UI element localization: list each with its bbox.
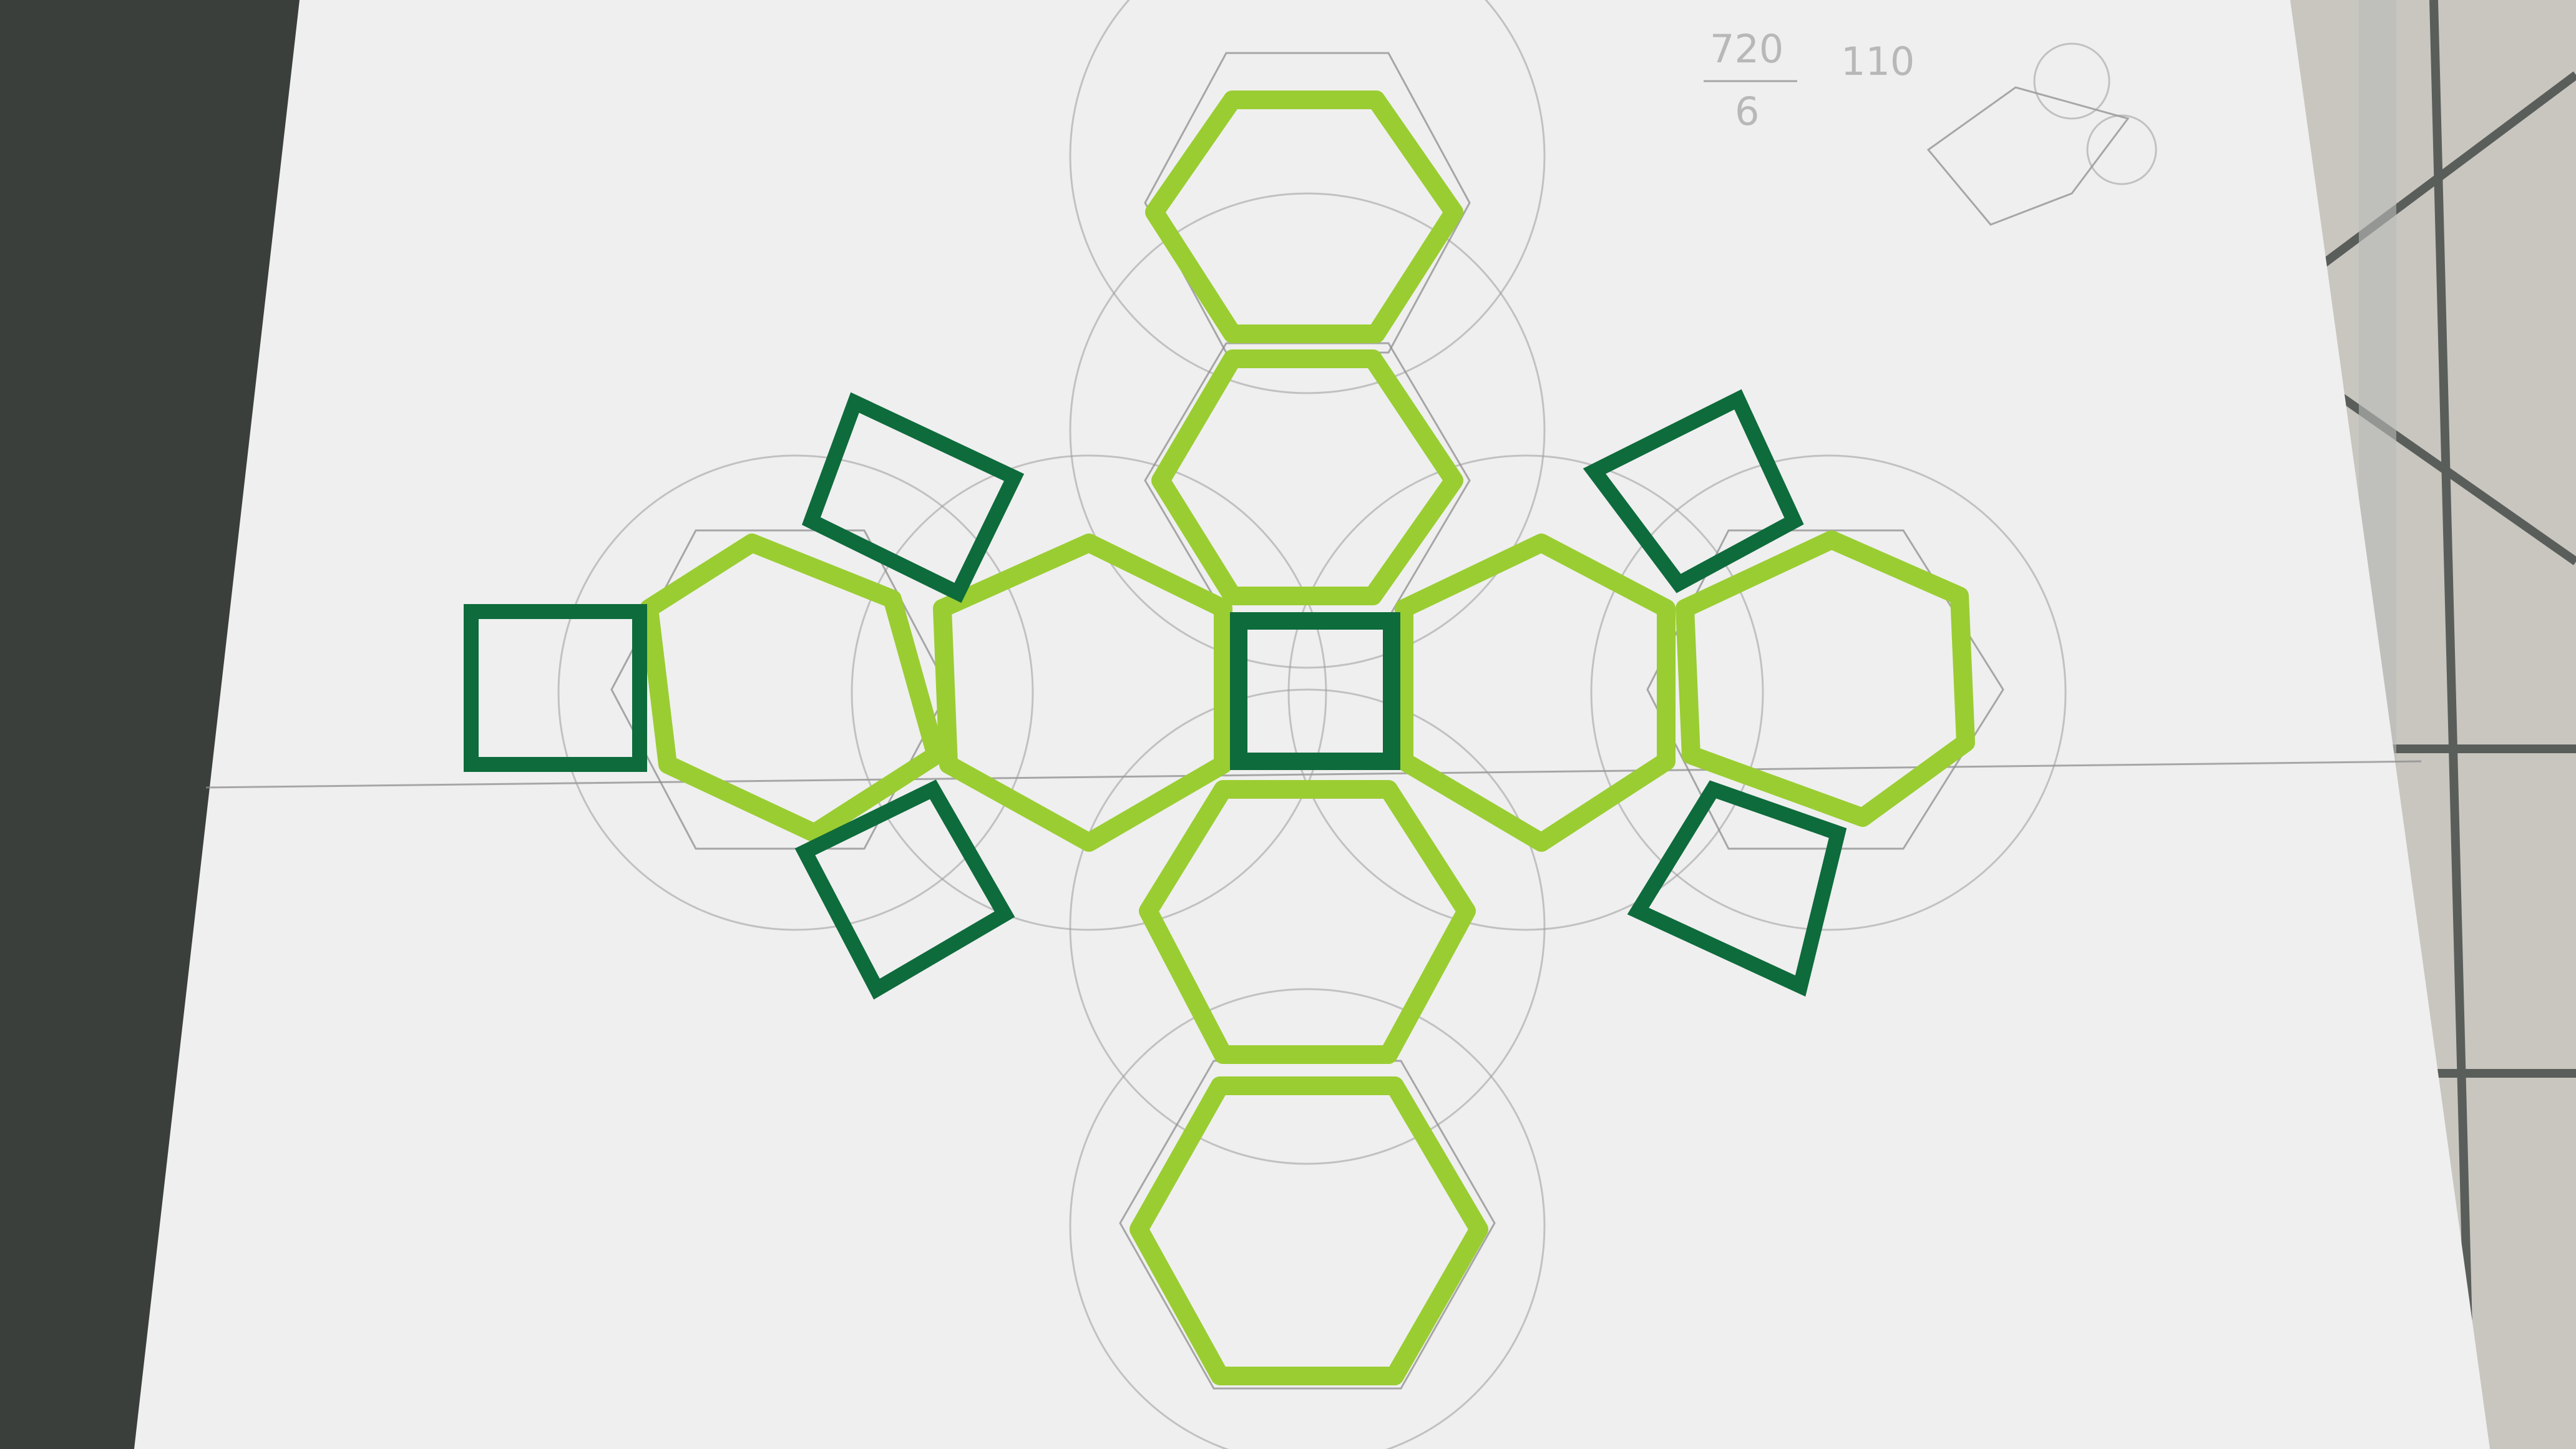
square-upper-left (801, 392, 1025, 603)
square-faces (464, 389, 1847, 1000)
note-side-number: 110 (1841, 39, 1915, 84)
square-upper-right (1583, 389, 1804, 593)
construction-arcs (557, 0, 2067, 1449)
square-center (1230, 612, 1400, 770)
note-fraction-bottom: 6 (1735, 89, 1759, 134)
square-lower-left (794, 779, 1015, 1000)
square-far-left (464, 604, 647, 772)
hexagon-bottom (1129, 1076, 1488, 1385)
hexagon-far-right (1676, 530, 1975, 827)
note-fraction-top: 720 (1710, 26, 1783, 72)
sketch-corner (1926, 86, 2130, 226)
hexagon-lower-middle (1139, 780, 1476, 1064)
hexagon-left (933, 534, 1232, 852)
hexagon-top (1145, 90, 1463, 343)
hexagon-far-left (640, 534, 945, 842)
pencil-notes: 720 6 110 (1704, 26, 2157, 226)
hexagon-faces (640, 90, 1975, 1385)
hexagon-right (1395, 534, 1676, 852)
hexagon-upper-middle (1151, 349, 1463, 605)
pencil-guideline (205, 760, 2422, 789)
paper-sheet (134, 0, 2490, 1449)
square-lower-right (1627, 780, 1847, 997)
